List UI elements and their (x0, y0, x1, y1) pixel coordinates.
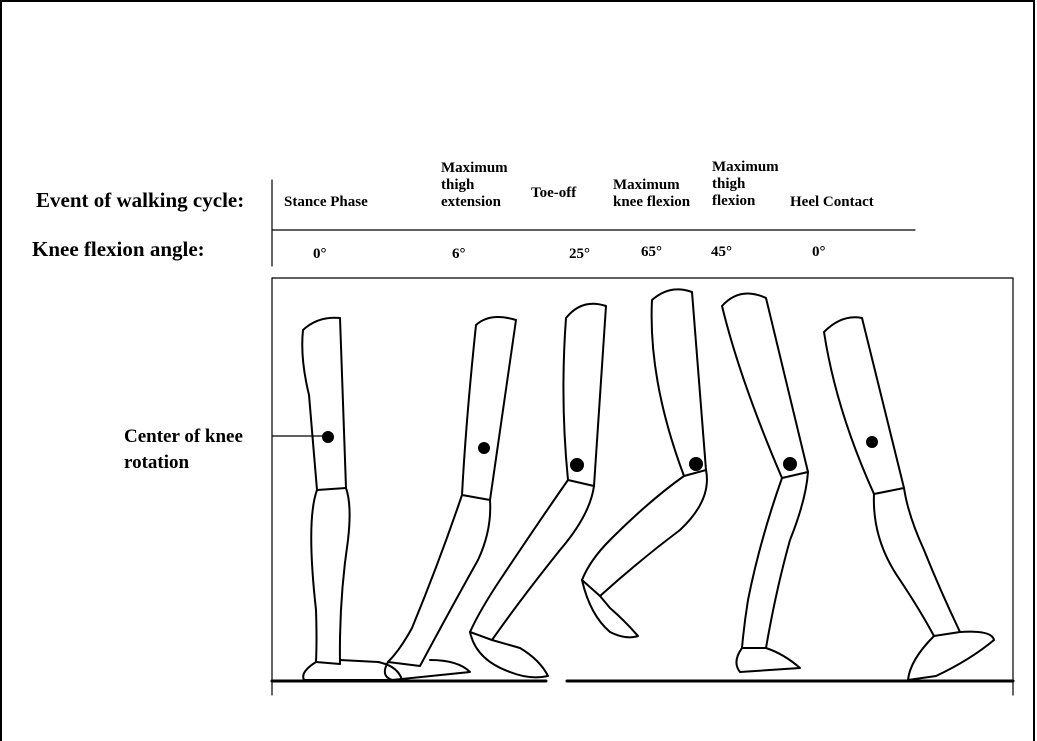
leg-max-thigh-flexion (722, 294, 808, 673)
knee-center-dot (323, 432, 333, 442)
shank (874, 488, 960, 636)
shank (311, 488, 349, 664)
knee-center-dot (571, 459, 583, 471)
thigh (302, 318, 346, 490)
foot (470, 632, 548, 677)
thigh (652, 289, 706, 476)
shank (742, 472, 808, 648)
thigh (722, 294, 808, 479)
foot (736, 648, 800, 672)
thigh (462, 317, 516, 500)
thigh (824, 317, 904, 494)
thigh (563, 304, 606, 486)
foot (908, 632, 994, 680)
leg-max-thigh-extension (385, 317, 516, 680)
shank (388, 495, 490, 666)
knee-center-dot (479, 443, 489, 453)
knee-center-dot (784, 458, 796, 470)
shank (470, 480, 594, 640)
leg-stance-phase (302, 318, 402, 680)
shank (582, 470, 707, 596)
leg-heel-contact (824, 317, 994, 680)
knee-center-dot (690, 458, 702, 470)
leg-max-knee-flexion (582, 289, 707, 637)
knee-center-dot (867, 437, 877, 447)
